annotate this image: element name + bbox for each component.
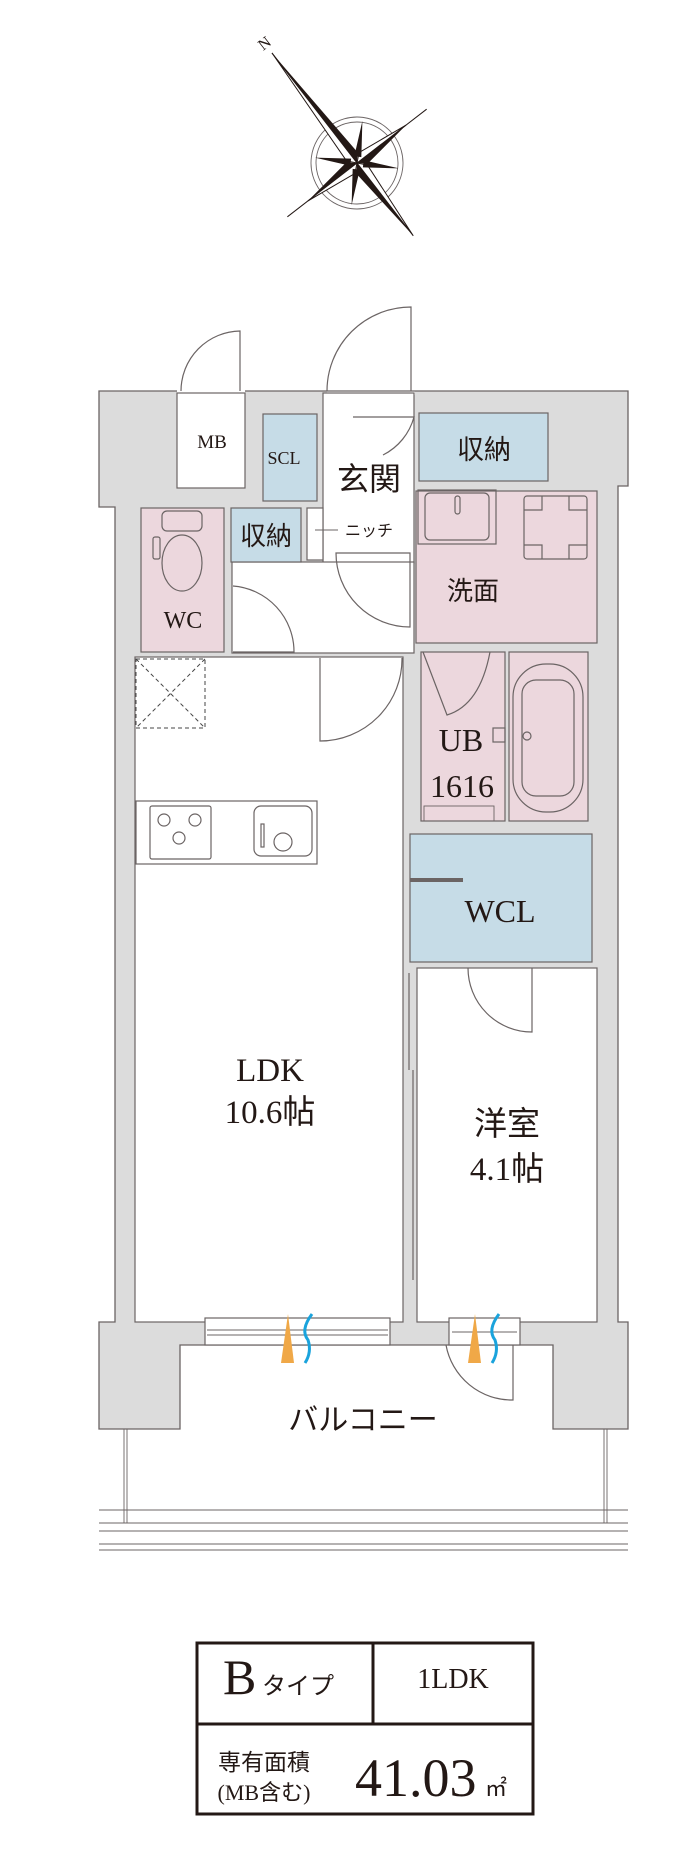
- compass-icon: N: [255, 33, 427, 237]
- room-storage-1: [418, 412, 549, 482]
- label-balcony: バルコニー: [288, 1404, 437, 1437]
- washbasin-icon: [417, 489, 497, 545]
- area-unit: ㎡: [485, 1776, 507, 1801]
- type-suffix: タイプ: [262, 1673, 334, 1700]
- balcony-railing: [99, 1429, 628, 1551]
- storage-box-icon: [135, 658, 206, 729]
- area-label: 専有面積: [218, 1750, 310, 1775]
- room-washroom: [415, 490, 598, 644]
- niche: [306, 507, 324, 561]
- label-genkan: 玄関: [337, 461, 401, 497]
- unit-info-table: B タイプ 1LDK 専有面積 (MB含む) 41.03 ㎡: [195, 1641, 535, 1816]
- entrance-door-opening: [327, 389, 415, 395]
- room-genkan: [322, 392, 415, 564]
- sink-icon: [253, 805, 313, 857]
- ventilation-cool-icon: [490, 1313, 501, 1364]
- ldk-window: [204, 1313, 391, 1364]
- room-wcl: [409, 833, 593, 963]
- room-ldk: [134, 656, 404, 1323]
- label-wc: WC: [164, 608, 203, 634]
- label-ub-size: 1616: [430, 768, 494, 804]
- door-swings: [180, 306, 533, 1401]
- label-ldk-size: 10.6帖: [225, 1094, 316, 1131]
- label-western-room: 洋室: [474, 1106, 540, 1143]
- type-letter: B: [223, 1649, 256, 1705]
- north-label: N: [255, 33, 275, 54]
- room-storage-2: [230, 507, 302, 563]
- label-storage-2: 収納: [240, 522, 292, 551]
- ventilation-cool-icon: [303, 1313, 314, 1364]
- ventilation-warm-icon: [281, 1314, 294, 1363]
- label-ldk: LDK: [236, 1053, 304, 1089]
- ub-door-icon: [422, 651, 495, 822]
- label-western-room-size: 4.1帖: [470, 1151, 544, 1188]
- hallway: [231, 561, 415, 654]
- room-scl: [262, 413, 318, 502]
- room-wc: [140, 507, 225, 653]
- label-wcl: WCL: [464, 893, 535, 929]
- label-ub: UB: [439, 722, 483, 758]
- area-value: 41.03: [355, 1748, 477, 1808]
- ventilation-warm-icon: [468, 1314, 481, 1363]
- mb-door-opening: [177, 389, 245, 395]
- room-ub: [420, 651, 506, 822]
- layout-type: 1LDK: [417, 1664, 489, 1695]
- room-mb: [176, 392, 246, 489]
- label-mb: MB: [197, 432, 227, 453]
- toilet-icon: [152, 510, 203, 592]
- label-scl: SCL: [267, 448, 300, 468]
- label-niche: ニッチ: [345, 523, 393, 540]
- western-room-window: [448, 1313, 521, 1364]
- label-storage-1: 収納: [457, 435, 511, 465]
- kitchen-counter: [135, 800, 318, 865]
- area-label-note: (MB含む): [218, 1780, 311, 1805]
- stove-burner-icon: [157, 813, 202, 845]
- label-washroom: 洗面: [447, 577, 499, 606]
- bathtub-icon: [492, 663, 584, 813]
- washing-machine-space-icon: [523, 495, 588, 560]
- room-western: [416, 967, 598, 1323]
